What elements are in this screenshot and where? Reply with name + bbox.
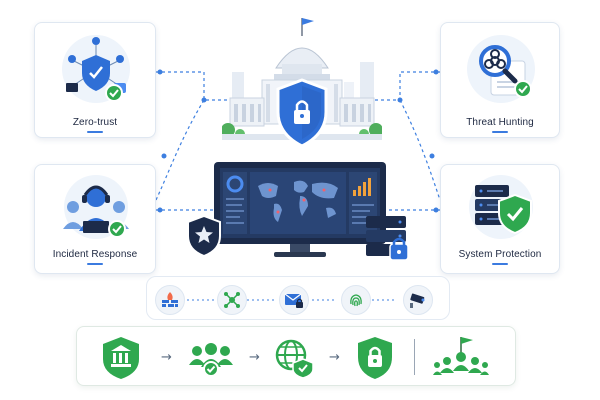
threat-hunting-card[interactable]: Threat Hunting (440, 22, 560, 138)
network-shield-icon (62, 35, 130, 103)
incident-response-label: Incident Response (52, 249, 138, 260)
incident-response-underline (87, 263, 103, 265)
security-tools-row (146, 276, 450, 320)
row-connector (187, 299, 397, 301)
system-protection-label: System Protection (458, 249, 542, 260)
flow-arrow-2: → (249, 350, 260, 365)
government-shield-icon (103, 337, 139, 379)
flow-divider (414, 339, 415, 375)
system-protection-underline (492, 263, 508, 265)
support-agent-icon (63, 175, 129, 239)
zero-trust-card[interactable]: Zero-trust (34, 22, 156, 138)
star-shield-icon (187, 214, 221, 258)
world-map-monitor-icon (214, 162, 386, 257)
lock-shield-icon (358, 337, 392, 379)
security-process-flow: → → → (76, 326, 516, 386)
globe-check-icon (275, 339, 314, 379)
network-icon[interactable] (217, 285, 247, 315)
biohazard-magnifier-icon (467, 35, 535, 103)
flow-arrow-3: → (329, 350, 340, 365)
incident-response-card[interactable]: Incident Response (34, 164, 156, 274)
secure-mail-icon[interactable] (279, 285, 309, 315)
zero-trust-underline (87, 131, 103, 133)
camera-icon[interactable] (403, 285, 433, 315)
flow-arrow-1: → (161, 350, 172, 365)
server-lock-icon (366, 216, 409, 261)
threat-hunting-label: Threat Hunting (466, 117, 534, 128)
fingerprint-icon[interactable] (341, 285, 371, 315)
system-protection-card[interactable]: System Protection (440, 164, 560, 274)
firewall-icon[interactable] (155, 285, 185, 315)
users-check-icon (189, 343, 233, 377)
server-shield-icon (469, 175, 533, 239)
team-flag-icon (433, 337, 489, 375)
capitol-building-icon (222, 18, 382, 148)
zero-trust-label: Zero-trust (72, 117, 118, 128)
threat-hunting-underline (492, 131, 508, 133)
